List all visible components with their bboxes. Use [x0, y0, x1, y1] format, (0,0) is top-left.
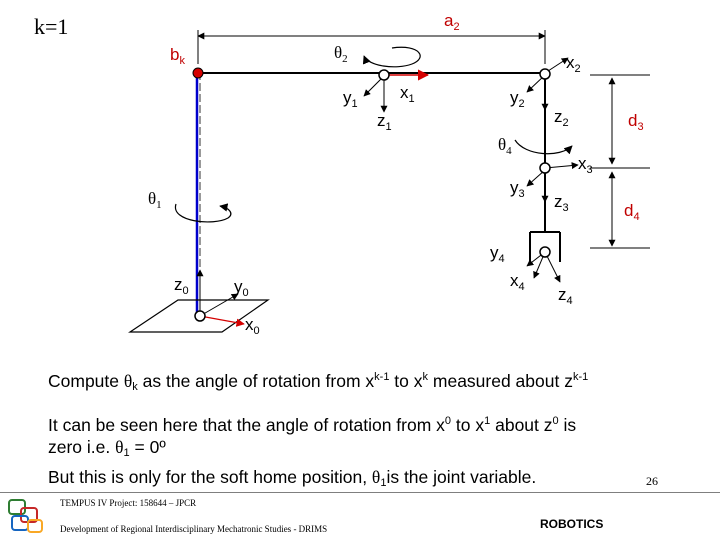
- joint-bk-red: [192, 67, 204, 79]
- paragraph-rotation-zero: It can be seen here that the angle of ro…: [48, 415, 577, 459]
- label-theta2: θ2: [334, 43, 348, 65]
- label-d3: d3: [628, 111, 644, 133]
- label-z4: z4: [558, 285, 573, 307]
- footer-program: Development of Regional Interdisciplinar…: [60, 524, 328, 534]
- label-z0: z0: [174, 275, 189, 297]
- label-x3: x3: [578, 154, 593, 176]
- paragraph-soft-home: But this is only for the soft home posit…: [48, 467, 537, 489]
- label-d4: d4: [624, 201, 640, 223]
- theta2-rotation-arrow: [362, 46, 421, 68]
- d3-dimension: [590, 74, 650, 169]
- label-x1: x1: [400, 83, 415, 105]
- label-y1: y1: [343, 88, 358, 110]
- joint-1: [378, 69, 390, 81]
- tempus-logo-icon: [8, 499, 43, 533]
- joint-0: [194, 310, 206, 322]
- footer-divider: [0, 492, 720, 493]
- label-y3: y3: [510, 178, 525, 200]
- label-y0: y0: [234, 277, 249, 299]
- paragraph-compute-theta: Compute θk as the angle of rotation from…: [48, 371, 589, 393]
- label-y4: y4: [490, 243, 505, 265]
- y0-axis: [199, 293, 239, 317]
- label-bk: bk: [170, 45, 185, 67]
- label-z2: z2: [554, 107, 569, 129]
- theta1-rotation-arrow: [175, 203, 232, 223]
- footer-project: TEMPUS IV Project: 158644 – JPCR: [60, 498, 197, 508]
- theta4-rotation-arrow: [514, 139, 573, 155]
- label-a2: a2: [444, 11, 460, 33]
- joint-2: [539, 68, 551, 80]
- page-number: 26: [646, 474, 658, 488]
- gripper: [529, 231, 561, 262]
- label-x4: x4: [510, 271, 525, 293]
- label-x0: x0: [245, 315, 260, 337]
- label-z3: z3: [554, 192, 569, 214]
- label-theta4: θ4: [498, 135, 512, 157]
- joint-3: [539, 162, 551, 174]
- robot-arm-diagram: [128, 30, 650, 333]
- label-z1: z1: [377, 111, 392, 133]
- x0-axis: [199, 315, 245, 327]
- joint-4: [539, 246, 551, 258]
- a2-dimension: [197, 30, 546, 64]
- label-y2: y2: [510, 88, 525, 110]
- label-x2: x2: [566, 53, 581, 75]
- footer-brand: ROBOTICS: [540, 517, 604, 531]
- k-value-label: k=1: [34, 14, 69, 39]
- d4-dimension: [590, 171, 650, 249]
- label-theta1: θ1: [148, 189, 162, 211]
